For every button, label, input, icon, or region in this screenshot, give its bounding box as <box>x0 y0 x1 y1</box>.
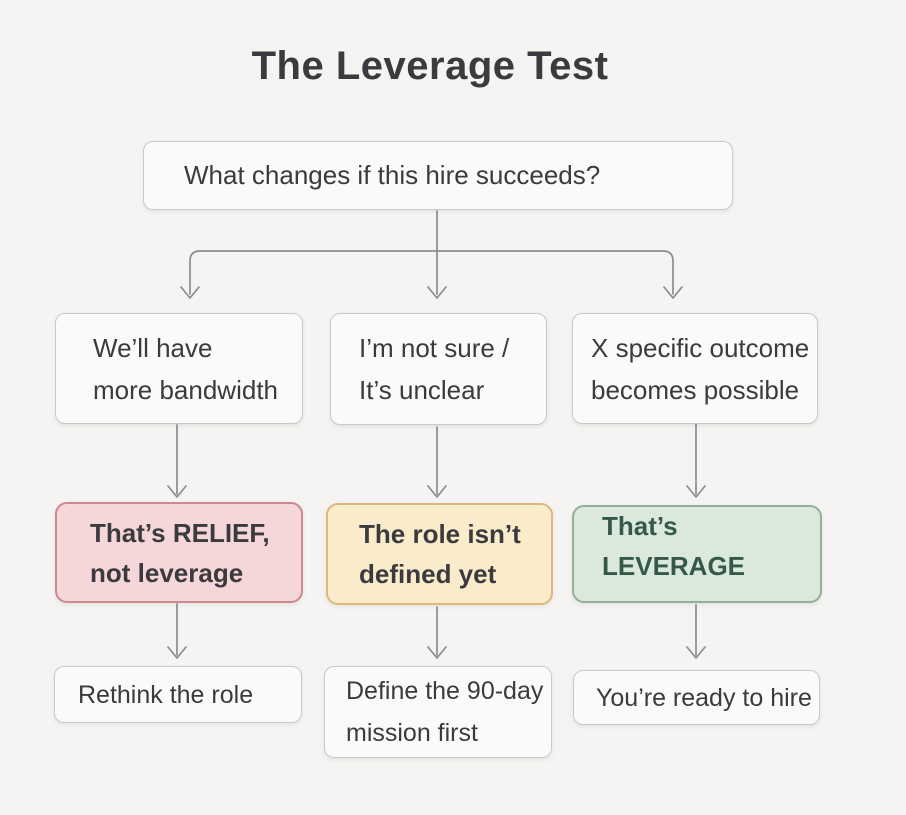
arrow-down-icon <box>427 646 447 659</box>
box-text-line: Rethink the role <box>78 680 254 709</box>
box-text-line: not leverage <box>90 557 244 588</box>
box-text-line: It’s unclear <box>359 375 485 405</box>
box-text-line: Define the 90-day <box>346 677 544 705</box>
arrow-down-icon <box>686 646 706 659</box>
branch-rail-line <box>189 250 674 295</box>
box-text-line: more bandwidth <box>93 374 278 405</box>
box-text-line: The role isn’t <box>359 519 521 549</box>
root-branch-connector <box>180 210 683 299</box>
arrow-down-icon <box>167 485 187 498</box>
arrow-down-icon <box>427 485 447 498</box>
action-box-rethink-role: Rethink the role <box>54 666 302 723</box>
box-text-line: You’re ready to hire <box>596 683 812 712</box>
box-text-line: mission first <box>346 719 478 747</box>
arrow-down-icon <box>180 286 200 299</box>
box-text-line: That’s LEVERAGE <box>602 511 746 581</box>
answer-box-outcome: X specific outcome becomes possible <box>572 313 818 424</box>
verdict-box-undefined-role: The role isn’t defined yet <box>326 503 553 605</box>
root-question-box: What changes if this hire succeeds? <box>143 141 733 210</box>
box-text-line: We’ll have <box>93 332 213 363</box>
box-text-line: X specific outcome <box>591 332 810 363</box>
verdict-to-action-connectors <box>167 603 706 659</box>
arrow-down-icon <box>427 286 447 299</box>
box-text-line: becomes possible <box>591 374 800 405</box>
action-box-ready-to-hire: You’re ready to hire <box>573 670 820 725</box>
box-text-line: I’m not sure / <box>359 333 510 363</box>
action-box-define-mission: Define the 90-day mission first <box>324 666 552 758</box>
page-title: The Leverage Test <box>251 44 609 88</box>
arrow-down-icon <box>663 286 683 299</box>
verdict-box-leverage: That’s LEVERAGE <box>572 505 822 603</box>
arrow-down-icon <box>686 485 706 498</box>
verdict-box-relief: That’s RELIEF, not leverage <box>55 502 303 603</box>
box-text-line: defined yet <box>359 559 497 589</box>
arrow-down-icon <box>167 646 187 659</box>
answer-box-bandwidth: We’ll have more bandwidth <box>55 313 303 424</box>
root-question-text: What changes if this hire succeeds? <box>184 160 601 190</box>
answer-to-verdict-connectors <box>167 423 706 498</box>
box-text-line: That’s RELIEF, <box>90 517 270 548</box>
answer-box-unsure: I’m not sure / It’s unclear <box>330 313 547 425</box>
